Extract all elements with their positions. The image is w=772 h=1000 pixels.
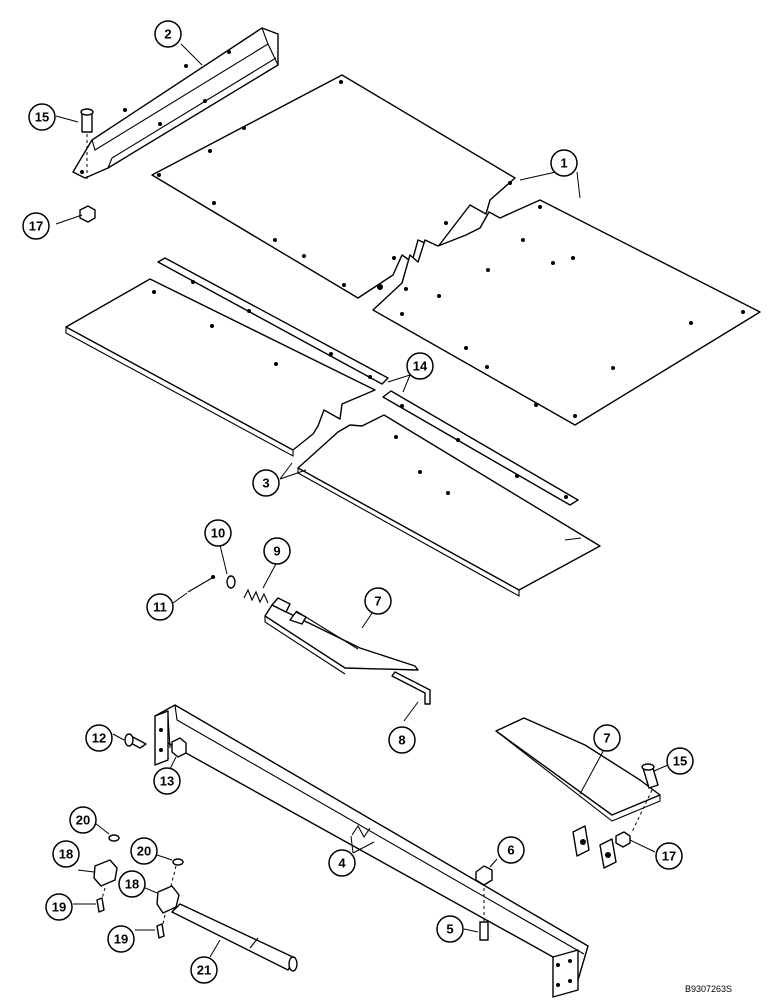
callout-15: 15 [28, 103, 56, 131]
svg-text:14: 14 [413, 359, 428, 374]
svg-text:2: 2 [164, 27, 171, 42]
callout-17: 17 [22, 212, 50, 240]
svg-text:20: 20 [76, 813, 90, 828]
part-4-channel [154, 704, 589, 998]
part-14-strip-lower [382, 390, 579, 506]
part-7-deflector-upper [264, 597, 419, 675]
part-18-collar-left [93, 859, 118, 903]
callout-6: 6 [497, 836, 525, 864]
callout-10: 10 [204, 519, 232, 547]
part-20-lock-washer-left [108, 834, 120, 842]
svg-text:6: 6 [507, 843, 514, 858]
callout-7: 7 [364, 587, 392, 615]
part-1-plate-right [372, 199, 761, 426]
figure-code: B9307263S [685, 984, 732, 994]
svg-text:11: 11 [153, 600, 167, 615]
part-21-shaft [171, 903, 298, 972]
svg-text:17: 17 [662, 849, 676, 864]
callout-9: 9 [263, 537, 291, 565]
part-14-strip-upper [157, 257, 389, 385]
callout-14: 14 [406, 352, 434, 380]
callout-20-right: 20 [130, 837, 158, 865]
part-17-nut-right [615, 831, 631, 848]
callout-5: 5 [436, 915, 464, 943]
part-11-pin [187, 575, 215, 593]
callout-20: 20 [69, 806, 97, 834]
svg-text:3: 3 [262, 476, 269, 491]
part-7-deflector-right [495, 717, 661, 869]
callout-17-right: 17 [655, 842, 683, 870]
callout-12: 12 [85, 724, 113, 752]
svg-text:1: 1 [560, 156, 567, 171]
callout-7-right: 7 [593, 724, 621, 752]
svg-text:8: 8 [398, 733, 405, 748]
svg-text:13: 13 [160, 774, 174, 789]
callout-18: 18 [52, 840, 80, 868]
part-17-nut-upper [79, 205, 96, 223]
svg-text:7: 7 [603, 731, 610, 746]
callout-4: 4 [328, 849, 356, 877]
part-19-screw-left [96, 897, 105, 913]
callout-19: 19 [45, 893, 73, 921]
svg-text:17: 17 [29, 219, 43, 234]
callout-15-right: 15 [666, 747, 694, 775]
part-15-bolt-right [631, 763, 659, 833]
svg-text:21: 21 [197, 963, 211, 978]
part-5-bolt [479, 921, 489, 941]
part-2-bracket [72, 27, 279, 179]
callout-8: 8 [388, 726, 416, 754]
callout-21: 21 [190, 956, 218, 984]
svg-text:5: 5 [446, 922, 453, 937]
svg-text:20: 20 [137, 844, 151, 859]
part-6-nut [475, 865, 493, 922]
callout-3: 3 [252, 469, 280, 497]
callout-19-right: 19 [107, 925, 135, 953]
part-10-washer [226, 575, 236, 589]
part-9-spring [243, 588, 269, 604]
svg-text:15: 15 [35, 110, 49, 125]
callout-11: 11 [146, 593, 174, 621]
part-12-bolt [124, 733, 147, 749]
part-3-plate-left [65, 278, 376, 457]
part-18-collar-right [156, 885, 180, 929]
callout-18-right: 18 [118, 870, 146, 898]
part-3-plate-right [297, 414, 601, 597]
svg-text:18: 18 [59, 847, 73, 862]
callout-1: 1 [550, 149, 578, 177]
part-19-screw-right [156, 923, 165, 939]
svg-text:12: 12 [92, 731, 106, 746]
svg-text:19: 19 [52, 900, 66, 915]
part-8-rod [391, 671, 431, 705]
callout-13: 13 [153, 767, 181, 795]
svg-text:18: 18 [125, 877, 139, 892]
svg-text:15: 15 [673, 754, 687, 769]
callout-2: 2 [154, 20, 182, 48]
svg-text:7: 7 [374, 594, 381, 609]
svg-text:10: 10 [211, 526, 225, 541]
part-13-nut [171, 737, 187, 758]
part-15-bolt-upper [80, 108, 94, 180]
svg-text:19: 19 [114, 932, 128, 947]
svg-text:4: 4 [338, 856, 346, 871]
svg-text:9: 9 [273, 544, 280, 559]
part-20-lock-washer-right [170, 858, 184, 887]
